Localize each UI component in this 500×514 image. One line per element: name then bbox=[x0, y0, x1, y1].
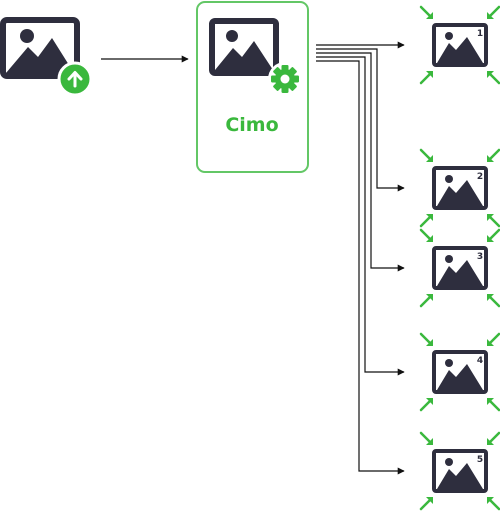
processor-image-icon bbox=[209, 18, 279, 76]
sun-icon bbox=[445, 175, 453, 183]
output-image-3: 3 bbox=[419, 228, 500, 308]
output-image-5: 5 bbox=[419, 431, 500, 511]
sun-icon bbox=[445, 255, 453, 263]
resize-arrow-icon bbox=[487, 71, 500, 85]
resize-arrow-icon bbox=[419, 228, 433, 242]
connector-arrow-4 bbox=[316, 56, 405, 376]
resize-arrow-icon bbox=[419, 294, 433, 308]
mountain-icon bbox=[437, 37, 483, 63]
resize-arrow-icon bbox=[487, 398, 500, 412]
resize-arrow-icon bbox=[419, 214, 433, 228]
resize-arrow-icon bbox=[419, 332, 433, 346]
output-number: 2 bbox=[477, 172, 483, 182]
output-images: 1 2 3 4 5 bbox=[419, 5, 500, 511]
resize-arrow-icon bbox=[419, 497, 433, 511]
resize-arrow-icon bbox=[487, 332, 500, 346]
source-image-icon bbox=[0, 17, 80, 79]
connector-arrow-3 bbox=[316, 52, 405, 272]
connector-arrow-5 bbox=[316, 60, 405, 475]
resize-arrow-icon bbox=[487, 431, 500, 445]
resize-arrow-icon bbox=[487, 294, 500, 308]
resize-arrow-icon bbox=[419, 431, 433, 445]
resize-arrow-icon bbox=[419, 71, 433, 85]
mountain-icon bbox=[437, 180, 483, 206]
resize-arrow-icon bbox=[419, 398, 433, 412]
output-frame bbox=[432, 246, 488, 290]
sun-icon bbox=[445, 32, 453, 40]
output-frame bbox=[432, 23, 488, 67]
resize-arrow-icon bbox=[487, 497, 500, 511]
mountain-icon bbox=[437, 463, 483, 489]
output-number: 4 bbox=[477, 356, 483, 366]
sun-icon bbox=[445, 458, 453, 466]
output-frame bbox=[432, 166, 488, 210]
resize-arrow-icon bbox=[419, 5, 433, 19]
processor-box: Cimo bbox=[196, 1, 309, 173]
resize-arrow-icon bbox=[419, 148, 433, 162]
connector-arrow-2 bbox=[316, 48, 405, 192]
output-frame bbox=[432, 449, 488, 493]
processor-label: Cimo bbox=[225, 114, 278, 136]
resize-arrow-icon bbox=[487, 214, 500, 228]
resize-arrow-icon bbox=[487, 5, 500, 19]
upload-badge-icon bbox=[57, 61, 93, 97]
output-image-1: 1 bbox=[419, 5, 500, 85]
output-image-4: 4 bbox=[419, 332, 500, 412]
output-number: 5 bbox=[477, 455, 483, 465]
mountain-icon bbox=[437, 364, 483, 390]
resize-arrow-icon bbox=[487, 148, 500, 162]
sun-icon bbox=[445, 359, 453, 367]
gear-icon bbox=[268, 62, 302, 96]
output-frame bbox=[432, 350, 488, 394]
mountain-icon bbox=[437, 260, 483, 286]
output-connectors bbox=[316, 41, 405, 475]
output-image-2: 2 bbox=[419, 148, 500, 228]
output-number: 1 bbox=[477, 29, 483, 39]
resize-arrow-icon bbox=[487, 228, 500, 242]
output-number: 3 bbox=[477, 252, 483, 262]
